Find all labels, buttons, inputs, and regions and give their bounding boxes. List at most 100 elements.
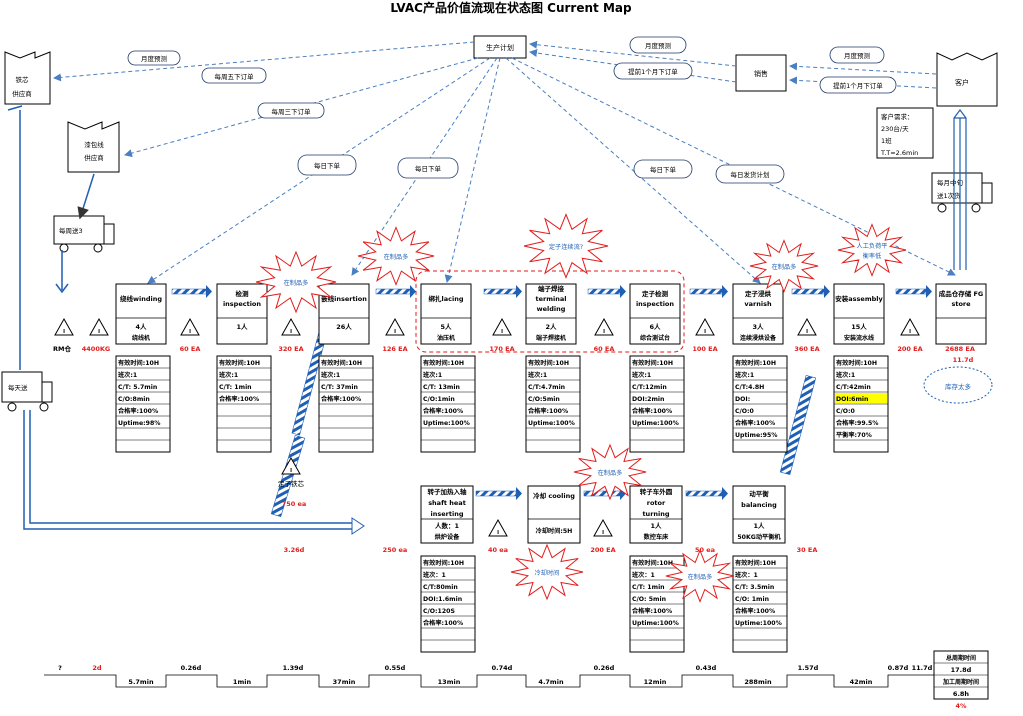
process-name: turning	[642, 510, 669, 518]
info-label-monthly-forecast-1: 月度预测	[127, 50, 181, 66]
data-box: 有效时间:10H班次:1C/T:4.7minC/O:5min合格率:100%Up…	[525, 355, 581, 453]
data-box-line: C/T: 1min	[632, 584, 665, 591]
burst-label: 定子连续流?	[549, 243, 583, 251]
push-arrow	[689, 285, 728, 298]
process-equipment: 绕线机	[132, 334, 150, 342]
svg-text:送1次货: 送1次货	[937, 191, 961, 200]
info-label-weekly-5: 每周五下订单	[201, 67, 267, 84]
inventory-qty: 4400KG	[82, 345, 110, 353]
inventory-triangle: I60 EA	[594, 317, 614, 353]
data-box-line: 班次:1	[321, 371, 340, 379]
data-box-line: C/T: 3.5min	[735, 584, 774, 591]
production-control-label: 生产计划	[486, 43, 514, 52]
process-equipment: 数控车床	[644, 533, 670, 541]
inventory-qty: 250 ea	[383, 546, 408, 554]
data-box-line: Uptime:100%	[528, 420, 575, 427]
svg-text:月度预测: 月度预测	[844, 51, 871, 60]
svg-text:每日发货计划: 每日发货计划	[731, 170, 770, 179]
inventory-qty: 40 ea	[488, 546, 508, 554]
svg-text:I: I	[603, 329, 605, 335]
shipment-arrows	[7, 105, 967, 535]
data-box-line: C/T:80min	[423, 584, 458, 591]
inventory-triangle: 250 ea	[383, 546, 408, 554]
svg-text:I: I	[704, 329, 706, 335]
kaizen-burst: 在制品多	[573, 443, 647, 501]
customer-demand-line: T.T=2.6min	[880, 149, 918, 157]
customer-label: 客户	[955, 78, 969, 87]
supplier-wire-label: 漆包线	[84, 140, 104, 149]
timeline-wait: 2d	[92, 664, 102, 672]
inventory-qty: 30 EA	[797, 546, 818, 554]
data-box-line: C/T: 13min	[423, 384, 460, 391]
process-name: 端子焊接	[538, 284, 565, 293]
push-arrow	[791, 285, 830, 298]
inventory-qty: 60 EA	[180, 345, 201, 353]
inventory-qty: 50 ea	[695, 546, 715, 554]
timeline-wait: 0.26d	[594, 664, 615, 672]
push-arrow	[587, 285, 626, 298]
process-people: 2人	[545, 322, 557, 331]
data-box-line: C/T:4.8H	[735, 384, 764, 391]
continuous-flow-group	[415, 270, 685, 353]
process-equipment: 烘炉设备	[435, 533, 461, 541]
data-box: 有效时间:10H班次:1C/T:42minDOI:6minC/O:0合格率:99…	[833, 355, 889, 453]
data-box-line: 有效时间:10H	[118, 359, 159, 367]
data-box-line: DOI:2min	[632, 396, 664, 403]
fg-days: 11.7d	[953, 356, 974, 364]
inventory-triangle: 30 EA	[797, 546, 818, 554]
info-label-monthly-forecast-3: 月度预测	[829, 46, 885, 64]
process-name: 定子检测	[641, 289, 669, 298]
data-box-line: 合格率:100%	[423, 619, 463, 627]
inventory-qty: 2688 EA	[945, 345, 975, 353]
svg-text:每日下单: 每日下单	[650, 165, 677, 174]
data-box-line: 有效时间:10H	[423, 559, 464, 567]
data-box-line: 班次:1	[735, 371, 754, 379]
process-name: balancing	[741, 501, 777, 509]
data-box-line: 班次:1	[423, 371, 442, 379]
push-arrow-rotor	[779, 375, 817, 475]
timeline-process: 13min	[438, 678, 461, 686]
process-name: 定子浸烘	[744, 289, 772, 298]
process-name: 安装assembly	[835, 294, 883, 303]
data-box-line: 合格率:100%	[735, 607, 775, 615]
data-box-line: 有效时间:10H	[528, 359, 569, 367]
customer-demand-box: 客户需求： 230台/天 1班 T.T=2.6min	[876, 107, 934, 159]
data-box-line: C/T: 1min	[219, 384, 252, 391]
svg-text:人工负荷平: 人工负荷平	[857, 242, 888, 250]
data-box-line: C/T:12min	[632, 384, 667, 391]
process-name: 成品仓存储 FG	[939, 289, 984, 298]
timeline-wait: 1.57d	[798, 664, 819, 672]
svg-text:月度预测: 月度预测	[141, 54, 168, 63]
svg-text:提前1个月下订单: 提前1个月下订单	[628, 67, 678, 76]
stator-core-label: 定子铁芯	[278, 479, 305, 488]
timeline-process: 5.7min	[128, 678, 154, 686]
truck-weekly-3: 每周送3	[53, 215, 115, 253]
process-equipment: 连续浸烘设备	[740, 334, 777, 342]
timeline-wait: 11.7d	[912, 664, 933, 672]
data-box-line: 班次:1	[528, 371, 547, 379]
svg-text:每月中旬: 每月中旬	[937, 178, 964, 187]
data-box-line: Uptime:100%	[632, 420, 679, 427]
process-name: 绕线winding	[120, 294, 162, 303]
data-box-line: C/O: 5min	[632, 596, 666, 603]
truck-daily: 每天送	[1, 371, 53, 412]
data-box-line: 班次：1	[423, 571, 446, 579]
data-box-line: 平衡率:70%	[836, 431, 872, 439]
